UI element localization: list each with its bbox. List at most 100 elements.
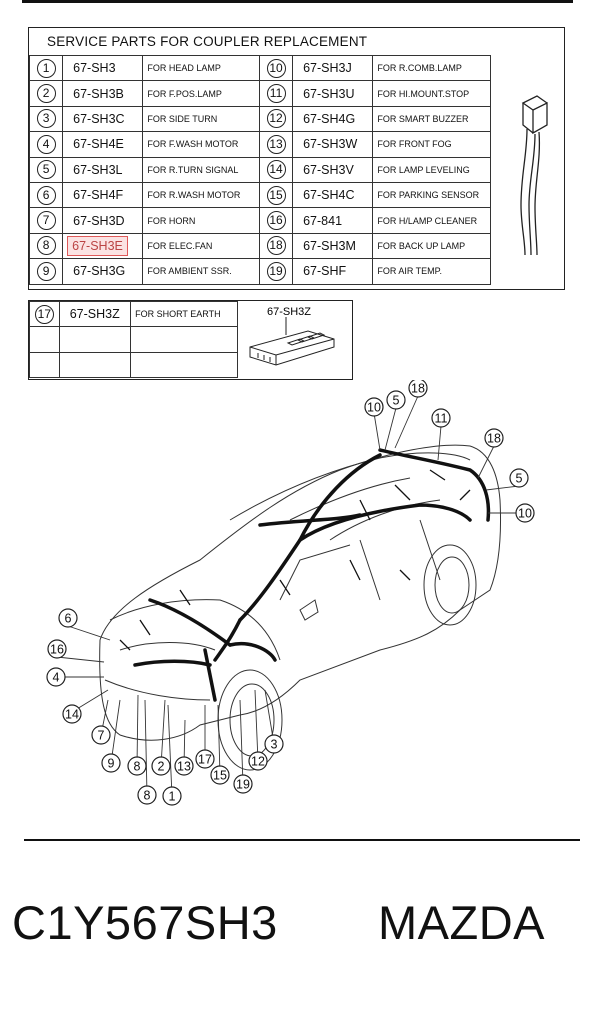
callout-marker: 11: [431, 408, 451, 428]
part-description: FOR R.COMB.LAMP: [372, 54, 491, 82]
part-description: FOR SHORT EARTH: [130, 300, 238, 328]
callout-number: 5: [516, 472, 523, 486]
callout-number: 10: [367, 401, 381, 415]
part-description: FOR FRONT FOG: [372, 131, 491, 158]
callout-marker: 3: [264, 734, 284, 754]
callout-marker: 5: [509, 468, 529, 488]
extra-table-box: 17 67-SH3Z FOR SHORT EARTH 67-SH3Z: [28, 300, 353, 380]
top-rule: [22, 0, 573, 3]
part-code: 67-SH4C: [292, 181, 374, 209]
callout-marker: 4: [46, 667, 66, 687]
part-description: FOR R.TURN SIGNAL: [142, 156, 260, 183]
part-code: 67-SH4G: [292, 105, 374, 133]
part-description: FOR AIR TEMP.: [372, 258, 491, 285]
bottom-rule: [24, 839, 580, 841]
callout-marker: 5: [386, 390, 406, 410]
part-code: 67-SH3D: [62, 207, 144, 234]
part-code: 67-SH4F: [62, 181, 144, 209]
part-number-circle: 10: [266, 58, 286, 78]
part-number-circle: 8: [36, 236, 56, 256]
part-code: 67-841: [292, 207, 374, 234]
part-description: FOR F.POS.LAMP: [142, 80, 260, 107]
table-title: SERVICE PARTS FOR COUPLER REPLACEMENT: [47, 34, 368, 49]
callout-number: 18: [411, 382, 425, 396]
part-number-circle: 17: [34, 304, 54, 324]
part-code: 67-SH3U: [292, 80, 374, 107]
part-number-circle: 18: [266, 236, 286, 256]
part-description: FOR SIDE TURN: [142, 105, 260, 133]
callout-number: 3: [271, 738, 278, 752]
callout-marker: 10: [515, 503, 535, 523]
part-number-circle: 7: [36, 211, 56, 231]
coupler-illustration: 67-SH3Z: [249, 306, 335, 366]
table-row: [29, 351, 238, 379]
part-number-circle: 13: [266, 134, 286, 154]
callout-number: 10: [518, 507, 532, 521]
part-number-circle: 6: [36, 185, 56, 205]
callout-number: 4: [53, 671, 60, 685]
part-code: 67-SH3J: [292, 54, 374, 82]
part-code: 67-SH3M: [292, 232, 374, 260]
part-code: 67-SH3: [62, 54, 144, 82]
callout-number: 6: [65, 612, 72, 626]
part-code: 67-SH4E: [62, 131, 144, 158]
callout-number: 12: [251, 755, 265, 769]
callout-marker: 9: [101, 753, 121, 773]
callout-number: 8: [134, 760, 141, 774]
callout-marker: 13: [174, 756, 194, 776]
part-number-circle: 11: [266, 84, 286, 104]
callout-marker: 10: [364, 397, 384, 417]
callout-number: 8: [144, 789, 151, 803]
callout-marker: 12: [248, 751, 268, 771]
part-code: 67-SH3E: [62, 232, 144, 260]
part-description: FOR AMBIENT SSR.: [142, 258, 260, 285]
callout-marker: 15: [210, 765, 230, 785]
part-description: FOR H/LAMP CLEANER: [372, 207, 491, 234]
callout-marker: 18: [484, 428, 504, 448]
callout-marker: 6: [58, 608, 78, 628]
part-number-circle: 16: [266, 211, 286, 231]
part-number-circle: 12: [266, 109, 286, 129]
callout-number: 9: [108, 757, 115, 771]
callout-number: 2: [158, 760, 165, 774]
part-number-circle: 9: [36, 261, 56, 281]
part-description: FOR PARKING SENSOR: [372, 181, 491, 209]
brand-text: MAZDA: [378, 896, 545, 949]
part-code: 67-SHF: [292, 258, 374, 285]
part-code: 67-SH3B: [62, 80, 144, 107]
callout-marker: 2: [151, 756, 171, 776]
callout-marker: 1: [162, 786, 182, 806]
callout-marker: 18: [408, 380, 428, 398]
part-code: 67-SH3G: [62, 258, 144, 285]
callout-marker: 16: [47, 639, 67, 659]
part-description: FOR HEAD LAMP: [142, 54, 260, 82]
callout-number: 18: [487, 432, 501, 446]
part-description: FOR ELEC.FAN: [142, 232, 260, 260]
part-description: FOR F.WASH MOTOR: [142, 131, 260, 158]
callout-number: 5: [393, 394, 400, 408]
part-number-circle: 5: [36, 160, 56, 180]
part-description: FOR SMART BUZZER: [372, 105, 491, 133]
callout-marker: 7: [91, 725, 111, 745]
connector-illustration: [520, 95, 548, 256]
part-number-circle: 19: [266, 261, 286, 281]
table-row: [29, 326, 238, 353]
part-number-circle: 2: [36, 84, 56, 104]
part-description: FOR HORN: [142, 207, 260, 234]
callout-number: 17: [198, 753, 212, 767]
part-number-text: C1Y567SH3: [12, 896, 278, 949]
callout-marker: 19: [233, 774, 253, 794]
part-code: 67-SH3W: [292, 131, 374, 158]
table-row: 17 67-SH3Z FOR SHORT EARTH: [29, 300, 238, 328]
